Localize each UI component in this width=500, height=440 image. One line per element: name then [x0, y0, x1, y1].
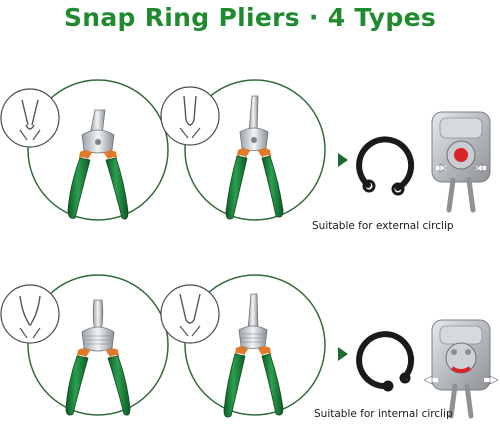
page-title: Snap Ring Pliers · 4 Types — [63, 3, 437, 32]
external-circlip-icon — [356, 136, 415, 196]
tip-detail-circle — [0, 284, 60, 344]
caption-external: Suitable for external circlip — [312, 220, 454, 232]
tip-detail-circle — [160, 284, 220, 344]
caption-internal: Suitable for internal circlip — [314, 408, 453, 420]
internal-circlip-icon — [356, 331, 415, 392]
plier-internal-straight — [160, 274, 326, 418]
tip-detail-circle — [160, 86, 220, 146]
external-application-illustration — [431, 111, 491, 213]
internal-application-illustration — [423, 319, 499, 419]
tip-detail-circle — [0, 88, 60, 148]
plier-external-long — [160, 79, 326, 221]
arrow-right-icon — [338, 347, 348, 361]
plier-internal-bent — [0, 274, 169, 416]
plier-external-straight — [0, 79, 169, 221]
arrow-right-icon — [338, 153, 348, 167]
